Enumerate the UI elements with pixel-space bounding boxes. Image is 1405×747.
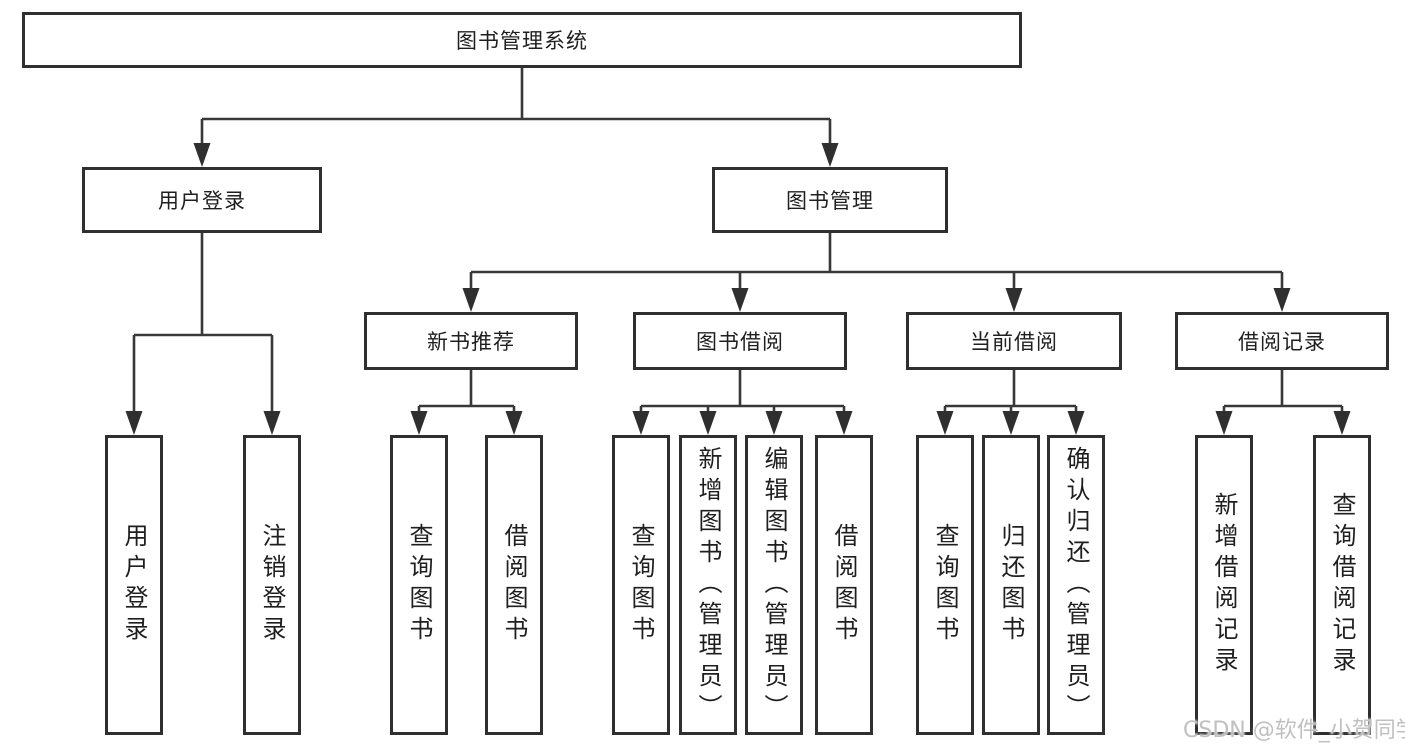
leaf-user-login-label: 用户登录 [120, 523, 148, 647]
connector-segments [132, 68, 1344, 413]
node-user-login-label: 用户登录 [158, 189, 246, 213]
leaf-borrow-borrow-books-label: 借阅图书 [830, 523, 858, 647]
leaf-recommend-query-books: 查询图书 [390, 435, 448, 735]
leaf-borrow-borrow-books: 借阅图书 [815, 435, 873, 735]
node-book-borrow-label: 图书借阅 [696, 330, 784, 354]
leaf-records-add-borrow-record-label: 新增借阅记录 [1210, 492, 1238, 678]
node-book-management-label: 图书管理 [786, 189, 874, 213]
leaf-recommend-borrow-books-label: 借阅图书 [500, 523, 528, 647]
leaf-current-return-books: 归还图书 [982, 435, 1040, 735]
leaf-current-confirm-return-admin: 确认归还（管理员） [1047, 435, 1105, 735]
csdn-watermark: CSDN @软件_小贺同学 [1183, 718, 1405, 743]
leaf-records-query-borrow-record: 查询借阅记录 [1313, 435, 1371, 735]
leaf-logout-label: 注销登录 [258, 523, 286, 647]
node-root-label: 图书管理系统 [456, 29, 588, 53]
node-user-login: 用户登录 [82, 167, 322, 233]
leaf-current-query-books: 查询图书 [916, 435, 974, 735]
leaf-user-login: 用户登录 [105, 435, 163, 735]
node-root-system: 图书管理系统 [22, 12, 1022, 68]
node-book-borrow: 图书借阅 [633, 312, 847, 370]
arrowheads [125, 143, 1351, 435]
node-book-management: 图书管理 [712, 167, 948, 233]
leaf-records-add-borrow-record: 新增借阅记录 [1195, 435, 1253, 735]
leaf-borrow-edit-books-admin-label: 编辑图书（管理员） [760, 445, 788, 725]
leaf-recommend-borrow-books: 借阅图书 [485, 435, 543, 735]
leaf-borrow-add-books-admin: 新增图书（管理员） [679, 435, 737, 735]
leaf-borrow-edit-books-admin: 编辑图书（管理员） [745, 435, 803, 735]
leaf-current-confirm-return-admin-label: 确认归还（管理员） [1062, 445, 1090, 725]
leaf-current-return-books-label: 归还图书 [997, 523, 1025, 647]
node-current-borrow-label: 当前借阅 [970, 330, 1058, 354]
leaf-logout: 注销登录 [243, 435, 301, 735]
node-borrow-records: 借阅记录 [1175, 312, 1389, 370]
leaf-borrow-query-books-label: 查询图书 [627, 523, 655, 647]
leaf-recommend-query-books-label: 查询图书 [405, 523, 433, 647]
leaf-borrow-query-books: 查询图书 [612, 435, 670, 735]
leaf-current-query-books-label: 查询图书 [931, 523, 959, 647]
leaf-borrow-add-books-admin-label: 新增图书（管理员） [694, 445, 722, 725]
leaf-records-query-borrow-record-label: 查询借阅记录 [1328, 492, 1356, 678]
node-current-borrow: 当前借阅 [906, 312, 1122, 370]
node-new-book-recommend: 新书推荐 [364, 312, 578, 370]
node-new-book-recommend-label: 新书推荐 [427, 330, 515, 354]
node-borrow-records-label: 借阅记录 [1238, 330, 1326, 354]
